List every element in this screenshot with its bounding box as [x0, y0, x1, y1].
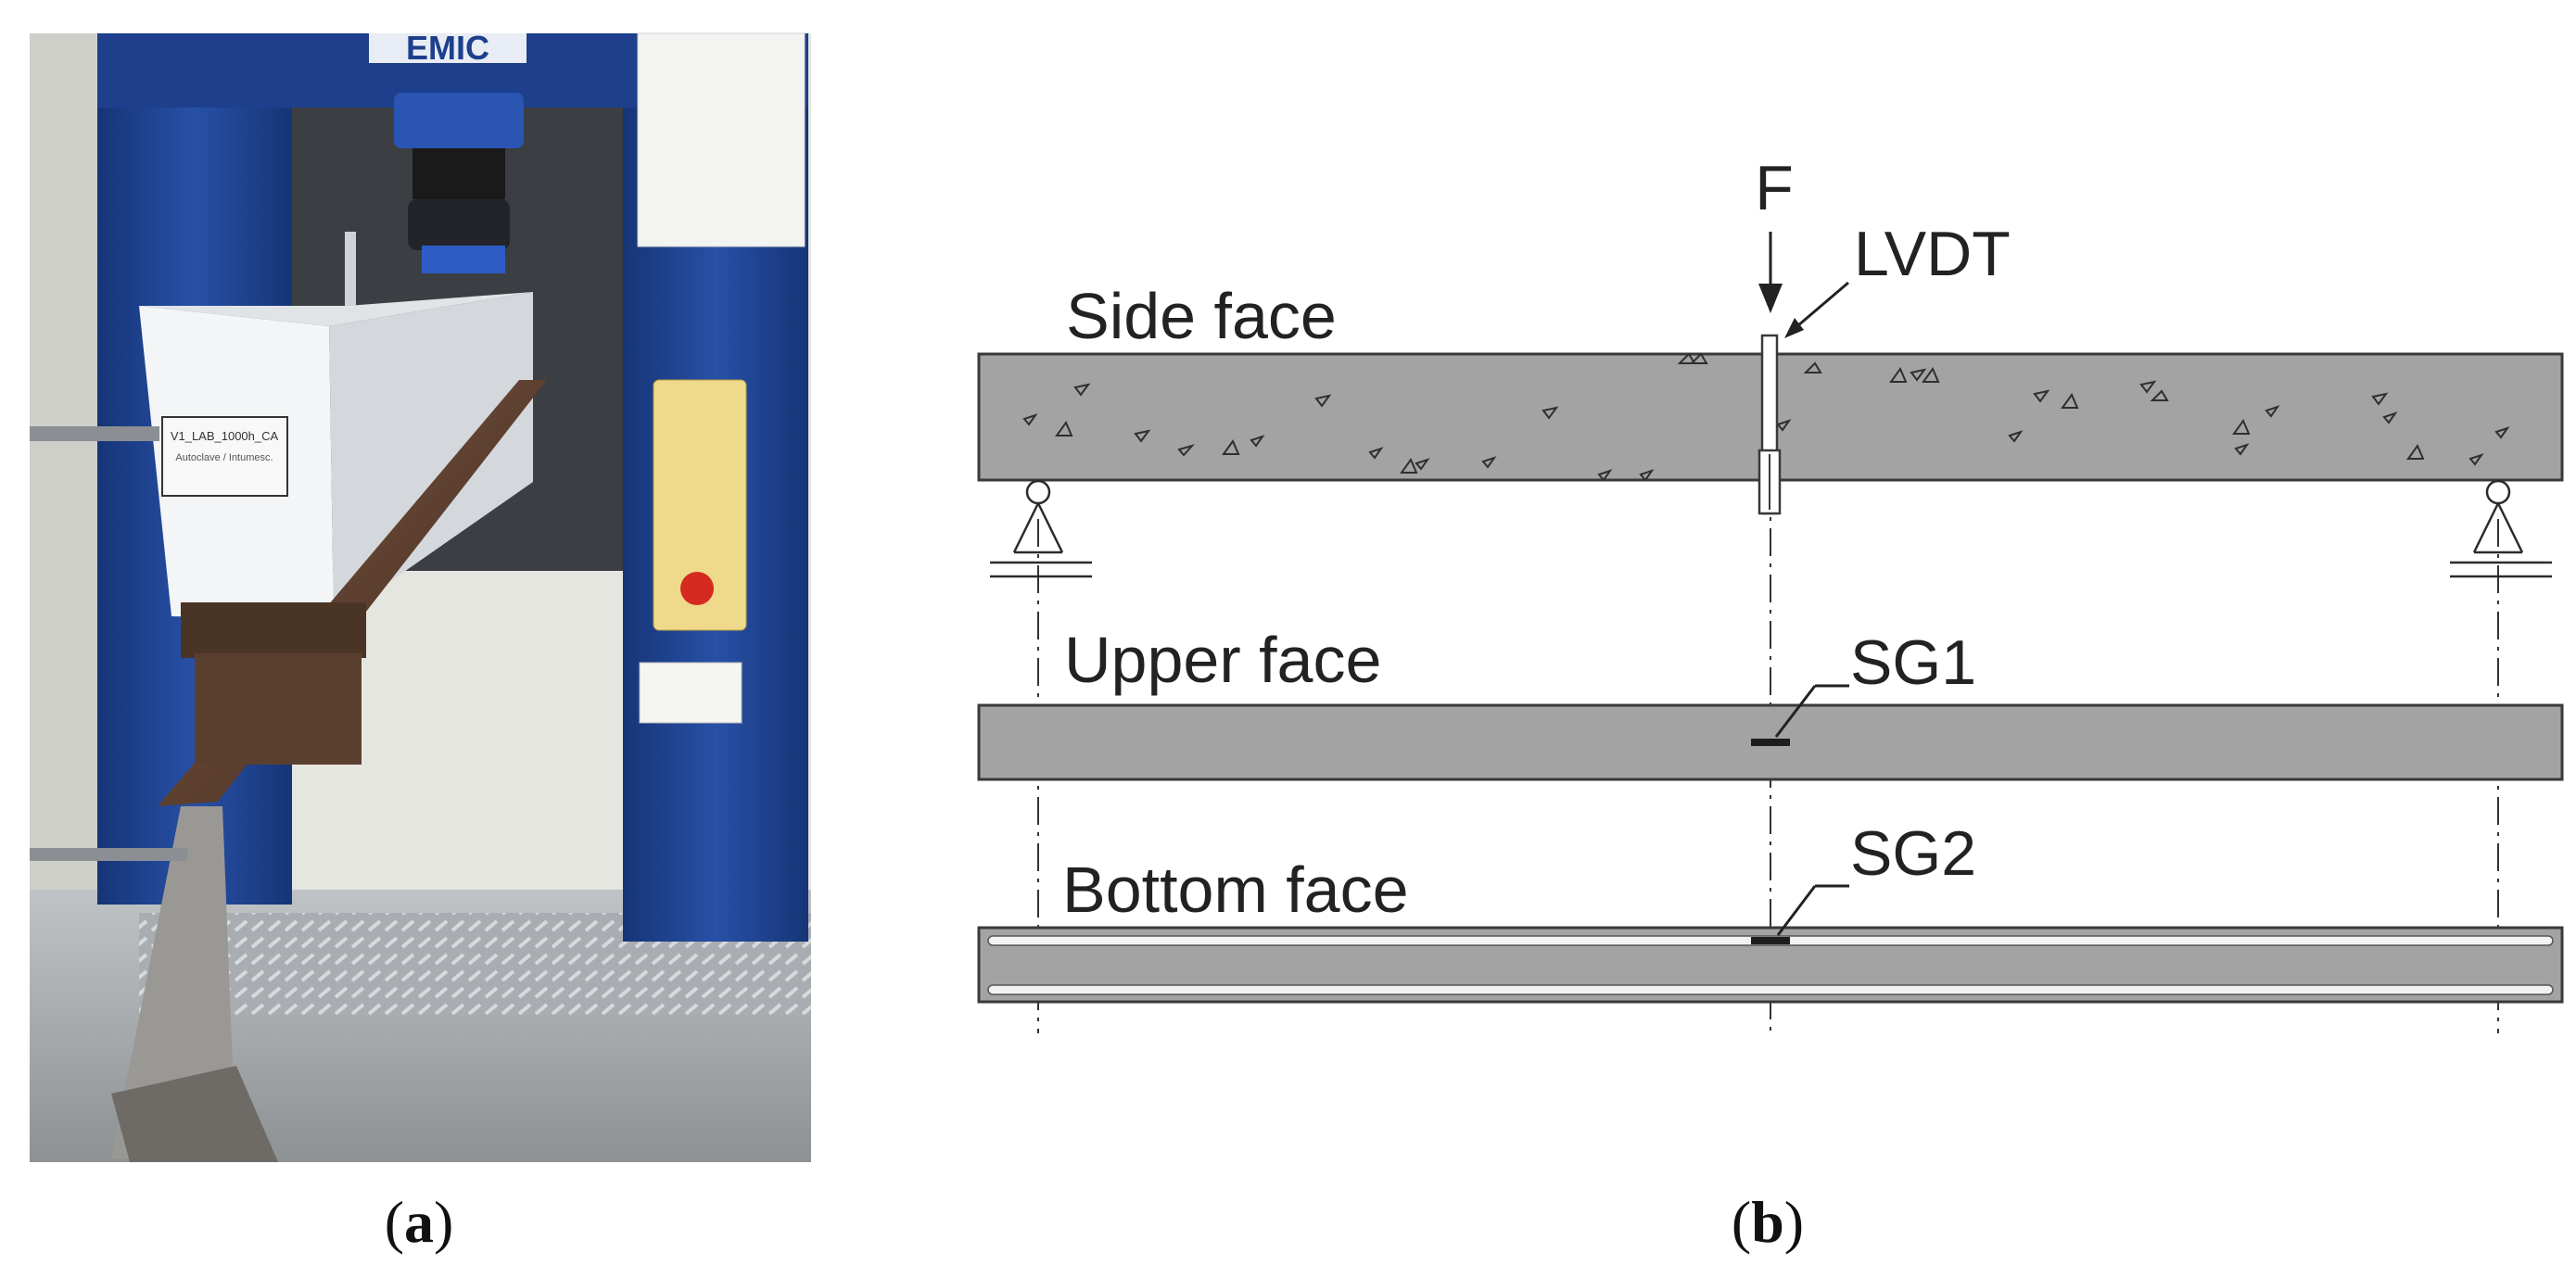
aggregate-mark	[1639, 469, 1655, 482]
load-cell-black	[412, 148, 505, 199]
concrete-beam-top	[139, 292, 533, 326]
aggregate-mark	[2265, 405, 2280, 418]
specimen-label	[161, 416, 288, 497]
threaded-bar-lower	[30, 848, 187, 861]
aggregate-mark	[1677, 352, 1696, 364]
aggregate-mark	[1689, 352, 1708, 364]
aggregate-mark	[1134, 429, 1151, 443]
lvdt-label: LVDT	[1854, 219, 2011, 289]
caption-a-letter: a	[404, 1189, 434, 1255]
aggregate-mark	[1073, 383, 1091, 397]
aggregate-mark	[2033, 389, 2050, 403]
bottom-face-label: Bottom face	[1062, 854, 1409, 926]
caption-a: (a)	[385, 1189, 454, 1255]
load-label: F	[1755, 153, 1794, 223]
aggregate-mark	[1481, 456, 1497, 469]
aggregate-mark	[2406, 443, 2425, 460]
aggregate-mark	[2468, 453, 2484, 466]
aggregate-mark	[1022, 413, 1038, 426]
caption-a-open: (	[385, 1189, 404, 1255]
emergency-stop	[680, 572, 714, 605]
steel-roller-block	[181, 602, 366, 658]
aggregate-mark	[1922, 366, 1940, 383]
left-support-icon	[990, 479, 1092, 578]
caption-b: (b)	[1732, 1189, 1804, 1255]
aggregate-mark	[1250, 435, 1265, 448]
aggregate-mark	[1055, 420, 1073, 437]
upper-face-label: Upper face	[1064, 624, 1381, 696]
steel-support-base	[111, 1066, 278, 1162]
panel-b-schematic: F LVDT Side face Upper face SG1	[977, 153, 2564, 1255]
aggregate-mark	[2382, 411, 2398, 424]
machine-logo: EMIC	[406, 29, 489, 67]
load-arrowhead	[1758, 284, 1783, 313]
caption-b-open: (	[1732, 1189, 1751, 1255]
specimen-label-line-2: Autoclave / Intumesc.	[175, 452, 273, 463]
aggregate-mark	[1542, 406, 1559, 420]
specimen-label-line-1: V1_LAB_1000h_CA	[171, 429, 279, 443]
aggregate-mark	[1889, 366, 1908, 383]
sg1-label: SG1	[1850, 627, 1976, 698]
aggregate-mark	[2008, 430, 2024, 443]
control-panel	[653, 379, 747, 631]
aggregate-mark	[1803, 361, 1822, 373]
threaded-bar	[30, 426, 159, 441]
aggregate-mark	[1368, 447, 1384, 460]
concrete-beam-side	[329, 292, 533, 621]
aggregate-mark	[2150, 389, 2169, 401]
safety-poster	[637, 32, 806, 247]
sg2-leader	[1776, 885, 1817, 936]
caption-b-letter: b	[1751, 1189, 1784, 1255]
panel-a-photo: EMIC V1_LAB_1000h_CA Autoclave / Intumes…	[30, 29, 811, 1255]
aggregate-marks	[1022, 352, 2510, 482]
aggregate-mark	[2061, 392, 2079, 409]
side-face-label: Side face	[1066, 280, 1337, 352]
aggregate-mark	[1597, 469, 1613, 482]
aggregate-mark	[2371, 392, 2389, 406]
aggregate-mark	[1222, 438, 1240, 455]
lvdt-rod	[345, 232, 356, 306]
aggregate-mark	[2139, 380, 2157, 394]
sg2-label: SG2	[1850, 818, 1976, 889]
machine-logo-plate	[369, 33, 527, 63]
sg1-gauge	[1751, 739, 1790, 746]
aggregate-mark	[2494, 426, 2510, 439]
steel-support-web	[111, 806, 236, 1158]
caption-a-close: )	[434, 1189, 453, 1255]
lvdt-leader	[1791, 281, 1849, 333]
aggregate-mark	[1910, 368, 1927, 382]
sg2-gauge	[1751, 937, 1790, 944]
lvdt-leader-arrowhead	[1784, 318, 1804, 338]
bottom-rebar-lower	[987, 984, 2554, 995]
aggregate-mark	[2232, 418, 2251, 435]
aggregate-mark	[1415, 458, 1430, 471]
load-cell-blue-ring	[422, 246, 505, 273]
aggregate-mark	[1776, 419, 1792, 432]
aggregate-mark	[1314, 394, 1332, 408]
sg1-leader	[1774, 685, 1817, 738]
aggregate-mark	[1177, 444, 1196, 457]
load-cell-lower	[408, 199, 510, 250]
caption-b-close: )	[1784, 1189, 1804, 1255]
right-support-icon	[2450, 479, 2552, 578]
aggregate-mark	[2234, 443, 2250, 456]
info-sticker	[639, 662, 742, 724]
aggregate-mark	[1400, 457, 1418, 474]
load-cell-upper	[394, 93, 524, 148]
steel-roller-block-2	[195, 653, 362, 765]
